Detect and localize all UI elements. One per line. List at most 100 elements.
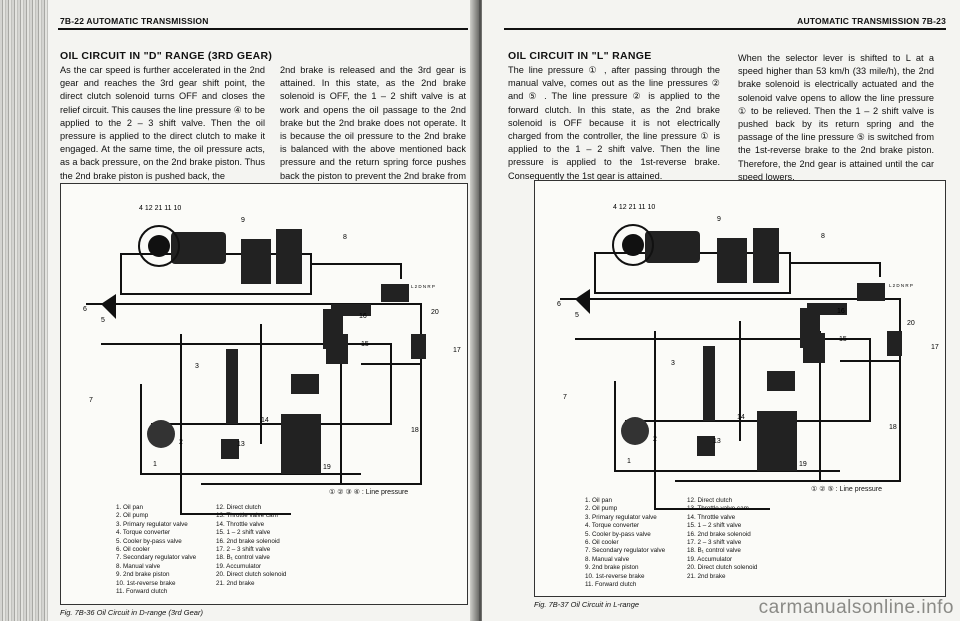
parts-legend-col2: 12. Direct clutch 13. Throttle valve cam… — [216, 504, 286, 588]
right-page: AUTOMATIC TRANSMISSION 7B-23 OIL CIRCUIT… — [482, 0, 960, 621]
legend-item: 13. Throttle valve cam — [216, 512, 278, 520]
oil-circuit-diagram: 4 12 21 11 10 9 8 6 5 7 3 2 1 13 14 15 1… — [557, 204, 939, 510]
legend-item: 6. Oil cooler — [585, 539, 619, 547]
parts-legend-col1: 1. Oil pan 2. Oil pump 3. Primary regula… — [116, 504, 196, 596]
diagram-top-labels: 4 12 21 11 10 — [139, 205, 181, 212]
label-9: 9 — [241, 217, 245, 224]
header-rule — [504, 28, 946, 30]
label-2: 2 — [179, 439, 183, 446]
label-8: 8 — [343, 234, 347, 241]
body-column-2: When the selector lever is shifted to L … — [738, 53, 934, 182]
legend-item: 17. 2 – 3 shift valve — [216, 546, 271, 554]
label-3: 3 — [195, 363, 199, 370]
watermark: carmanualsonline.info — [758, 597, 954, 618]
label-13: 13 — [237, 441, 245, 448]
label-20: 20 — [907, 320, 915, 327]
legend-item: 7. Secondary regulator valve — [116, 554, 197, 562]
legend-item: 14. Throttle valve — [687, 513, 736, 521]
legend-item: 20. Direct clutch solenoid — [216, 571, 287, 579]
label-20: 20 — [431, 309, 439, 316]
legend-item: 19. Accumulator — [687, 555, 733, 563]
legend-item: 14. Throttle valve — [216, 520, 265, 528]
legend-item: 10. 1st-reverse brake — [585, 572, 645, 580]
running-head: 7B-22 AUTOMATIC TRANSMISSION — [60, 16, 209, 26]
label-13: 13 — [713, 438, 721, 445]
legend-item: 20. Direct clutch solenoid — [687, 564, 758, 572]
legend-item: 3. Primary regulator valve — [585, 513, 657, 521]
legend-item: 8. Manual valve — [116, 562, 161, 570]
legend-item: 16. 2nd brake solenoid — [216, 537, 280, 545]
legend-item: 18. B₁ control valve — [216, 554, 270, 562]
label-17: 17 — [453, 347, 461, 354]
legend-item: 13. Throttle valve cam — [687, 505, 749, 513]
legend-item: 5. Cooler by-pass valve — [116, 537, 182, 545]
section-title: OIL CIRCUIT IN "D" RANGE (3RD GEAR) — [60, 50, 273, 62]
page-binding-edge — [0, 0, 48, 621]
label-19: 19 — [799, 461, 807, 468]
legend-item: 5. Cooler by-pass valve — [585, 530, 651, 538]
parts-legend-col2: 12. Direct clutch 13. Throttle valve cam… — [687, 497, 757, 581]
legend-item: 15. 1 – 2 shift valve — [687, 522, 742, 530]
running-head: AUTOMATIC TRANSMISSION 7B-23 — [797, 16, 946, 26]
label-17: 17 — [931, 344, 939, 351]
label-5: 5 — [101, 317, 105, 324]
figure-frame: 4 12 21 11 10 9 8 6 5 7 3 2 1 13 14 15 1… — [60, 183, 468, 605]
label-1: 1 — [153, 461, 157, 468]
label-18: 18 — [411, 427, 419, 434]
legend-item: 1. Oil pan — [585, 497, 612, 504]
line-pressure-key: ① ② ⑤ : Line pressure — [811, 486, 882, 493]
legend-item: 10. 1st-reverse brake — [116, 579, 176, 587]
body-column-2: 2nd brake is released and the 3rd gear i… — [280, 65, 466, 194]
legend-item: 2. Oil pump — [116, 512, 149, 520]
body-column-1: As the car speed is further accelerated … — [60, 65, 265, 181]
parts-legend-col1: 1. Oil pan 2. Oil pump 3. Primary regula… — [585, 497, 665, 589]
legend-item: 19. Accumulator — [216, 562, 262, 570]
legend-item: 1. Oil pan — [116, 504, 143, 511]
label-8: 8 — [821, 233, 825, 240]
legend-item: 15. 1 – 2 shift valve — [216, 529, 271, 537]
legend-item: 16. 2nd brake solenoid — [687, 530, 751, 538]
label-19: 19 — [323, 464, 331, 471]
legend-item: 11. Forward clutch — [116, 588, 168, 596]
legend-item: 11. Forward clutch — [585, 581, 637, 589]
label-16: 16 — [837, 308, 845, 315]
oil-circuit-diagram: 4 12 21 11 10 9 8 6 5 7 3 2 1 13 14 15 1… — [83, 205, 461, 515]
legend-item: 18. B₁ control valve — [687, 547, 741, 555]
label-15: 15 — [361, 341, 369, 348]
label-15: 15 — [839, 336, 847, 343]
label-5: 5 — [575, 312, 579, 319]
legend-item: 7. Secondary regulator valve — [585, 547, 666, 555]
line-pressure-key: ① ② ③ ④ : Line pressure — [329, 489, 409, 496]
left-page: 7B-22 AUTOMATIC TRANSMISSION OIL CIRCUIT… — [0, 0, 478, 621]
legend-item: 4. Torque converter — [116, 529, 171, 537]
legend-item: 17. 2 – 3 shift valve — [687, 539, 742, 547]
legend-item: 21. 2nd brake — [687, 572, 726, 580]
label-18: 18 — [889, 424, 897, 431]
label-6: 6 — [557, 301, 561, 308]
label-6: 6 — [83, 306, 87, 313]
legend-item: 3. Primary regulator valve — [116, 520, 188, 528]
figure-frame: 4 12 21 11 10 9 8 6 5 7 3 2 1 13 14 15 1… — [534, 180, 946, 597]
legend-item: 9. 2nd brake piston — [585, 564, 639, 572]
legend-item: 12. Direct clutch — [687, 497, 733, 504]
label-3: 3 — [671, 360, 675, 367]
legend-item: 8. Manual valve — [585, 555, 630, 563]
legend-item: 9. 2nd brake piston — [116, 571, 170, 579]
legend-item: 4. Torque converter — [585, 522, 640, 530]
label-1: 1 — [627, 458, 631, 465]
shift-positions: L 2 D N R P — [889, 283, 913, 288]
figure-caption: Fig. 7B-37 Oil Circuit in L-range — [534, 600, 640, 609]
legend-item: 2. Oil pump — [585, 505, 618, 513]
label-16: 16 — [359, 313, 367, 320]
figure-caption: Fig. 7B-36 Oil Circuit in D-range (3rd G… — [60, 608, 203, 617]
shift-positions: L 2 D N R P — [411, 284, 435, 289]
label-7: 7 — [89, 397, 93, 404]
legend-item: 12. Direct clutch — [216, 504, 262, 511]
diagram-top-labels: 4 12 21 11 10 — [613, 204, 655, 211]
label-7: 7 — [563, 394, 567, 401]
label-14: 14 — [737, 414, 745, 421]
legend-item: 21. 2nd brake — [216, 579, 255, 587]
legend-item: 6. Oil cooler — [116, 546, 150, 554]
header-rule — [58, 28, 468, 30]
